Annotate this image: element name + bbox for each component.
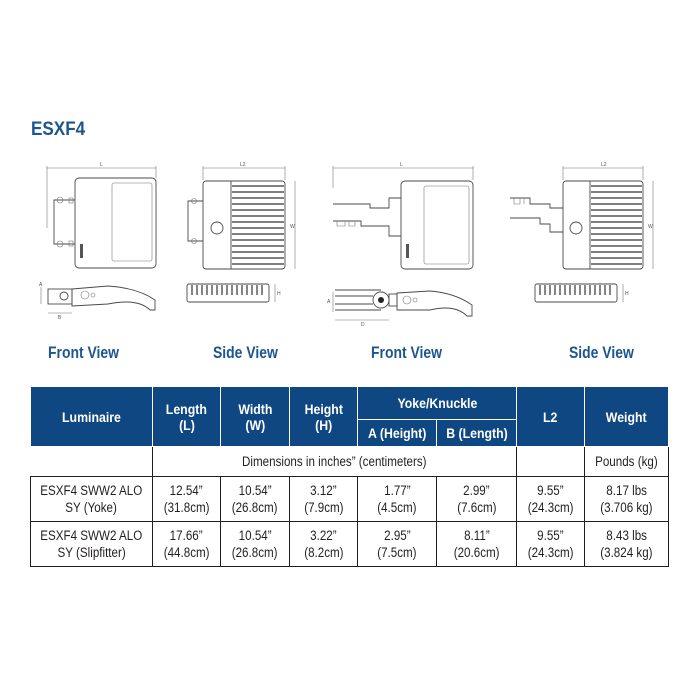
dimension-mark-d: D (361, 322, 365, 328)
cell-l2: 9.55”(24.3cm) (516, 521, 585, 567)
cell-height: 3.22”(8.2cm) (289, 521, 358, 567)
view-label-side-slipfitter: Side View (569, 343, 634, 362)
front-view-yoke-drawing: L A B (39, 162, 157, 321)
side-view-yoke-drawing: L2 W H (186, 162, 296, 303)
header-weight: Weight (584, 386, 669, 447)
cell-weight: 8.43 lbs(3.824 kg) (584, 521, 669, 567)
header-length: Length(L) (152, 386, 221, 447)
units-weight: Pounds (kg) (584, 446, 669, 477)
cell-yoke-a: 2.95”(7.5cm) (357, 521, 437, 567)
units-row: Dimensions in inches” (centimeters) Poun… (30, 446, 669, 477)
cell-yoke-b: 8.11”(20.6cm) (436, 521, 517, 567)
cell-width: 10.54”(26.8cm) (220, 521, 290, 567)
header-l2: L2 (516, 386, 585, 447)
view-label-front-slipfitter: Front View (371, 343, 443, 362)
units-empty-cell (30, 446, 153, 477)
cell-yoke-b: 2.99”(7.6cm) (436, 476, 517, 522)
cell-width: 10.54”(26.8cm) (220, 476, 290, 522)
cell-height: 3.12”(7.9cm) (289, 476, 358, 522)
dimension-mark-l2: L2 (240, 162, 246, 168)
header-height: Height(H) (289, 386, 358, 447)
header-yoke-a-height: A (Height) (357, 419, 437, 447)
header-yoke-knuckle: Yoke/Knuckle (357, 386, 517, 420)
dimension-mark-l2: L2 (601, 162, 607, 168)
cell-length: 17.66”(44.8cm) (152, 521, 221, 567)
page-title: ESXF4 (31, 119, 86, 140)
dimension-mark-h: H (625, 291, 629, 297)
dimension-mark-a: A (39, 282, 43, 288)
cell-l2: 9.55”(24.3cm) (516, 476, 585, 522)
table-header-row: Luminaire Length(L) Width(W) Height(H) Y… (30, 386, 669, 447)
header-luminaire: Luminaire (30, 386, 153, 447)
units-l2-empty (516, 446, 585, 477)
cell-weight: 8.17 lbs(3.706 kg) (584, 476, 669, 522)
dimension-mark-w: W (648, 224, 653, 230)
header-width: Width(W) (220, 386, 290, 447)
dimension-mark-a: A (327, 299, 331, 305)
side-view-slipfitter-drawing: L2 W H (510, 162, 654, 303)
dimension-mark-h: H (277, 291, 281, 297)
dimension-mark-w: W (290, 224, 295, 230)
cell-yoke-a: 1.77”(4.5cm) (357, 476, 437, 522)
dimension-mark-l: L (100, 162, 103, 168)
header-yoke-b-length: B (Length) (436, 419, 517, 447)
front-view-slipfitter-drawing: L A D (327, 162, 474, 328)
view-label-front-yoke: Front View (48, 343, 120, 362)
units-dimensions: Dimensions in inches” (centimeters) (152, 446, 517, 477)
dimension-mark-l: L (400, 162, 403, 168)
dimension-mark-b: B (58, 315, 62, 321)
view-label-side-yoke: Side View (213, 343, 278, 362)
cell-length: 12.54”(31.8cm) (152, 476, 221, 522)
dimensions-table: Luminaire Length(L) Width(W) Height(H) Y… (30, 386, 669, 567)
